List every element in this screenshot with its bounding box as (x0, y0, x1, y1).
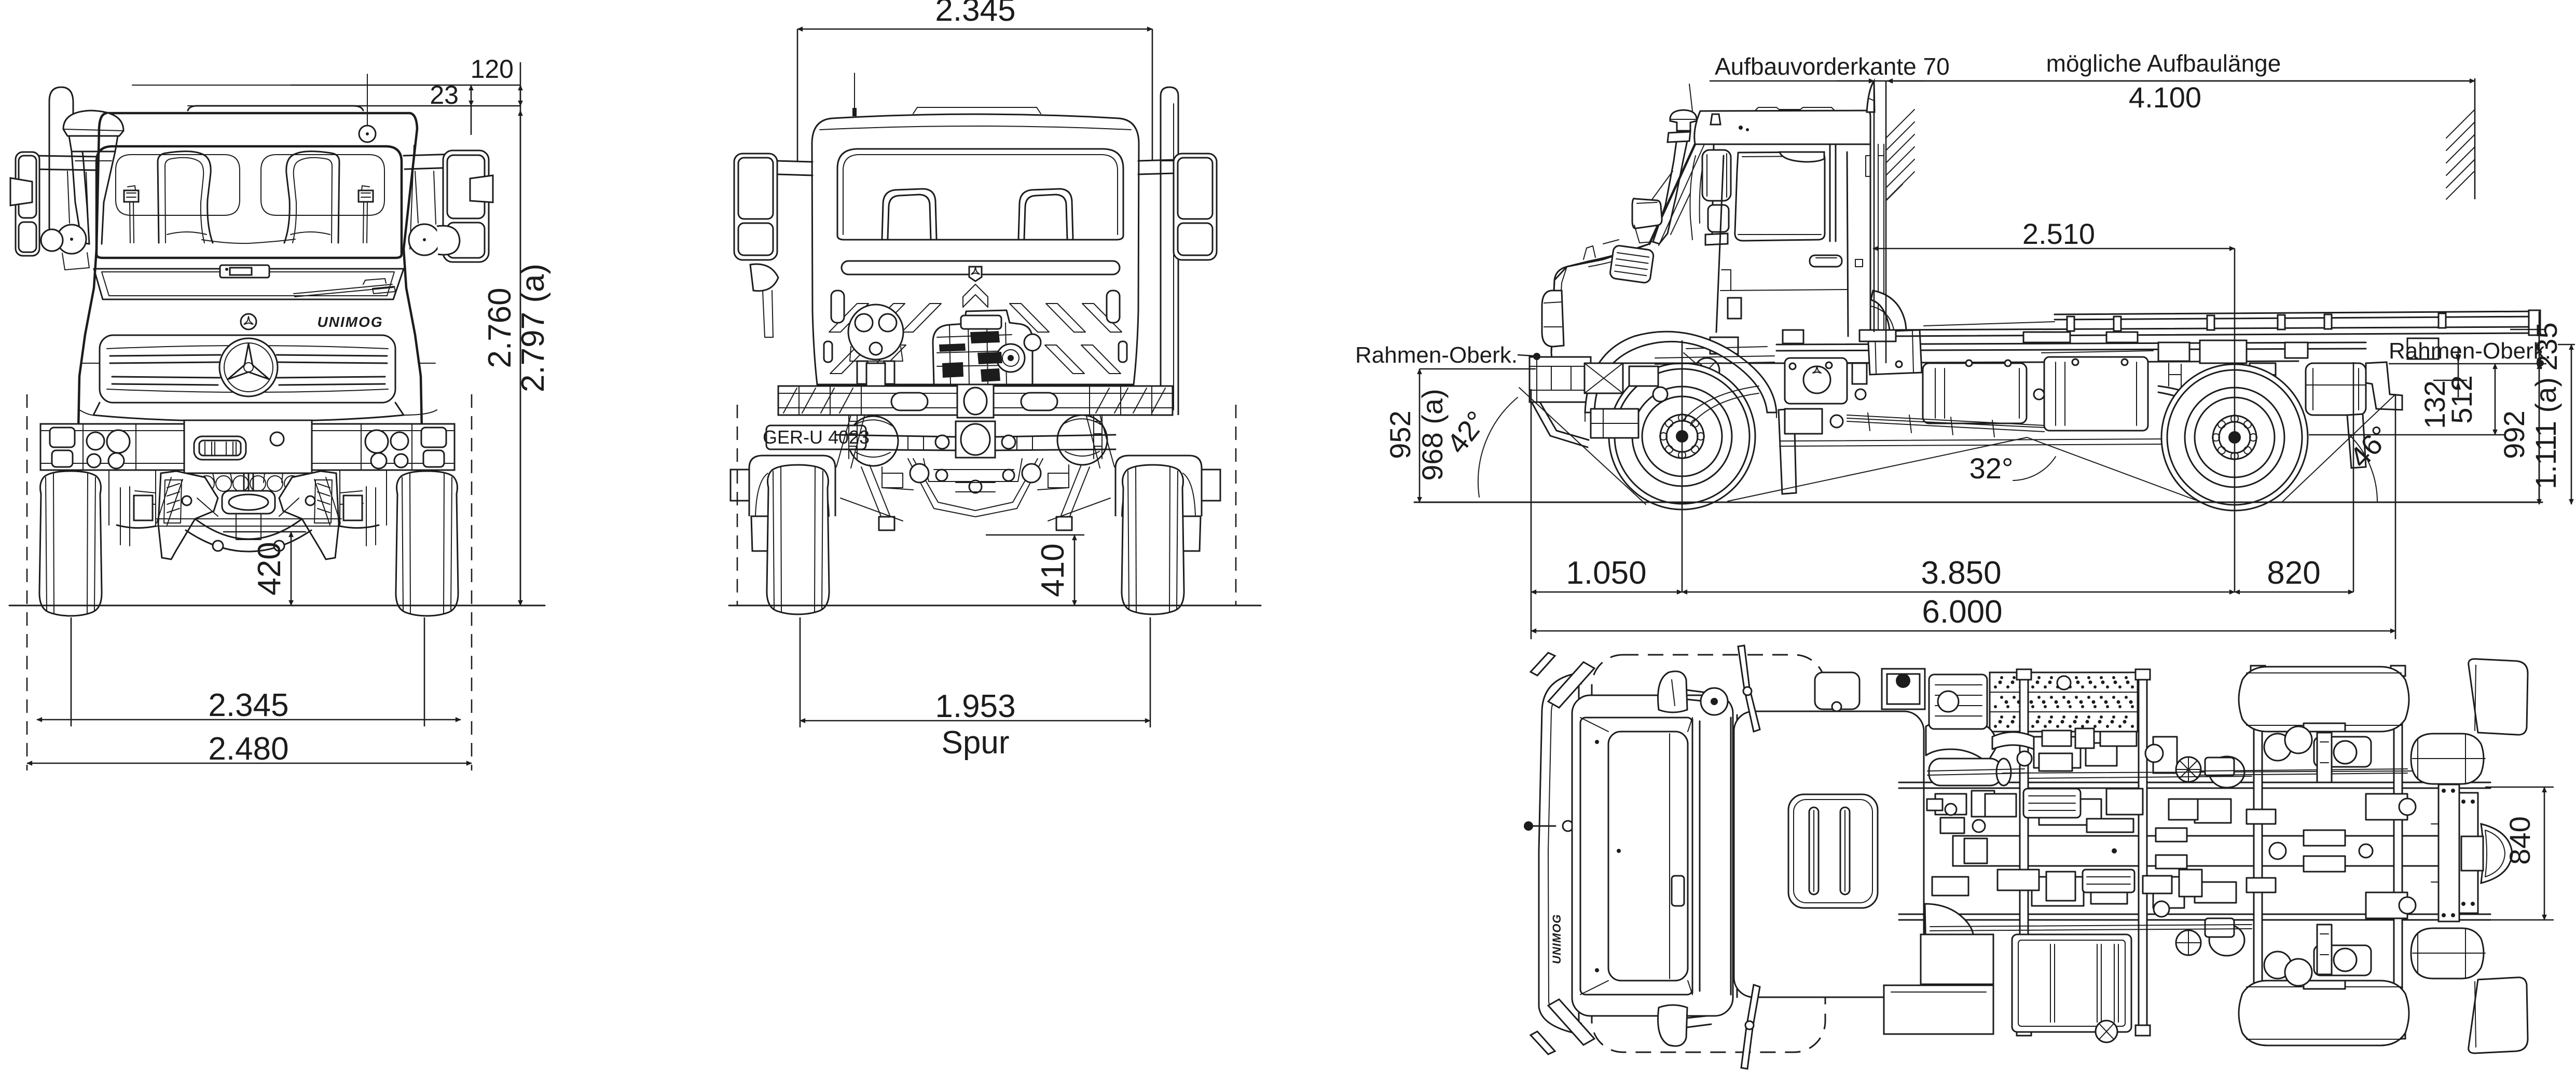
svg-text:3.850: 3.850 (1921, 555, 2001, 591)
svg-text:820: 820 (2267, 555, 2320, 591)
svg-text:mögliche Aufbaulänge: mögliche Aufbaulänge (2046, 50, 2281, 77)
svg-text:Rahmen-Oberk.: Rahmen-Oberk. (1355, 342, 1518, 368)
svg-text:GER-U 4023: GER-U 4023 (763, 426, 870, 448)
svg-text:420: 420 (252, 542, 287, 595)
svg-text:410: 410 (1035, 543, 1071, 597)
svg-text:2.797 (a): 2.797 (a) (515, 264, 551, 392)
svg-text:UNIMOG: UNIMOG (317, 314, 383, 330)
svg-text:Aufbauvorderkante 70: Aufbauvorderkante 70 (1715, 53, 1950, 80)
svg-text:120: 120 (471, 54, 514, 84)
svg-text:Spur: Spur (942, 725, 1010, 761)
svg-text:968 (a): 968 (a) (1416, 389, 1449, 480)
svg-text:2.510: 2.510 (2022, 217, 2095, 250)
svg-text:4.100: 4.100 (2129, 81, 2201, 114)
svg-text:952: 952 (1384, 410, 1416, 459)
svg-text:2.345: 2.345 (208, 687, 288, 723)
svg-text:132: 132 (2418, 380, 2451, 429)
svg-text:23: 23 (430, 80, 459, 109)
svg-text:2.760: 2.760 (482, 287, 518, 368)
svg-text:32°: 32° (1969, 452, 2014, 485)
svg-text:1.111 (a): 1.111 (a) (2529, 377, 2562, 489)
svg-text:6.000: 6.000 (1922, 594, 2002, 630)
svg-text:1.050: 1.050 (1566, 555, 1646, 591)
svg-text:840: 840 (2503, 816, 2536, 864)
svg-text:235: 235 (2530, 322, 2563, 370)
svg-text:512: 512 (2445, 375, 2478, 423)
svg-text:Rahmen-Oberk.: Rahmen-Oberk. (2389, 338, 2551, 364)
svg-text:1.953: 1.953 (935, 689, 1015, 724)
svg-text:2.480: 2.480 (208, 731, 288, 767)
svg-text:UNIMOG: UNIMOG (1550, 914, 1563, 964)
svg-text:2.345: 2.345 (935, 0, 1015, 28)
svg-text:992: 992 (2498, 410, 2530, 459)
